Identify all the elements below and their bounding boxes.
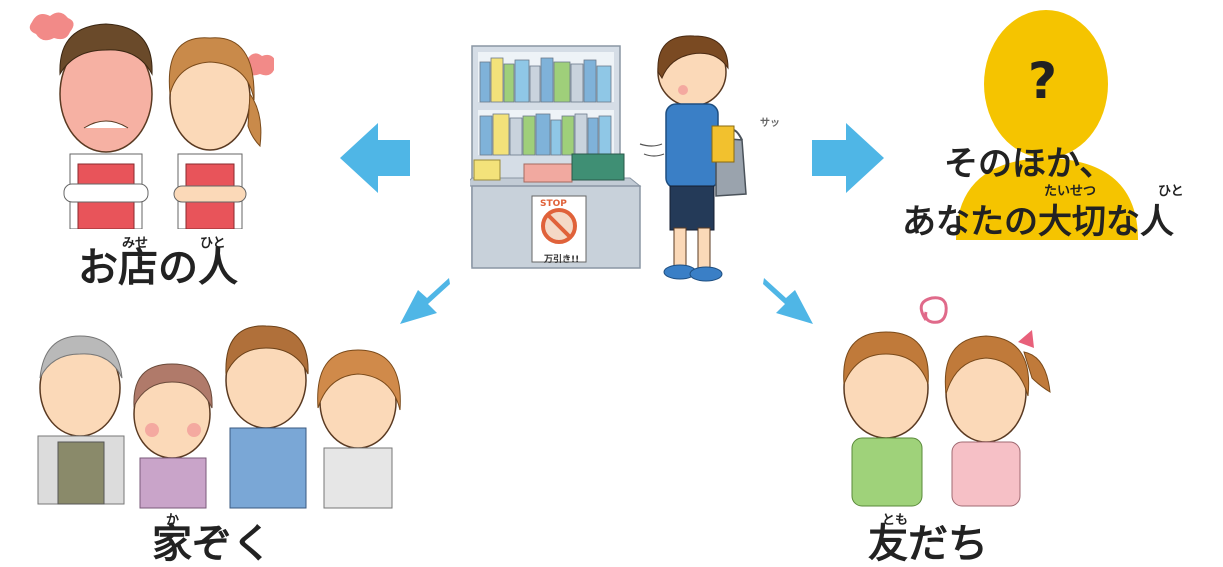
question-mark: ? — [1028, 52, 1057, 110]
others-line1: そのほか、 — [944, 136, 1113, 185]
friends-label: 友だち — [868, 524, 988, 564]
shop-people-label: お店の人 — [78, 248, 238, 288]
family-illustration — [18, 318, 438, 518]
poster-caption: 万引き!! — [544, 252, 579, 265]
sfx-text: サッ — [760, 114, 780, 129]
poster-stop-text: STOP — [540, 199, 567, 209]
others-line2: あなたの大切な人 — [902, 194, 1174, 243]
family-label: 家ぞく — [152, 524, 272, 564]
shop-staff-illustration — [14, 4, 274, 229]
shoplifting-scene — [470, 28, 750, 288]
friends-illustration — [826, 292, 1066, 507]
